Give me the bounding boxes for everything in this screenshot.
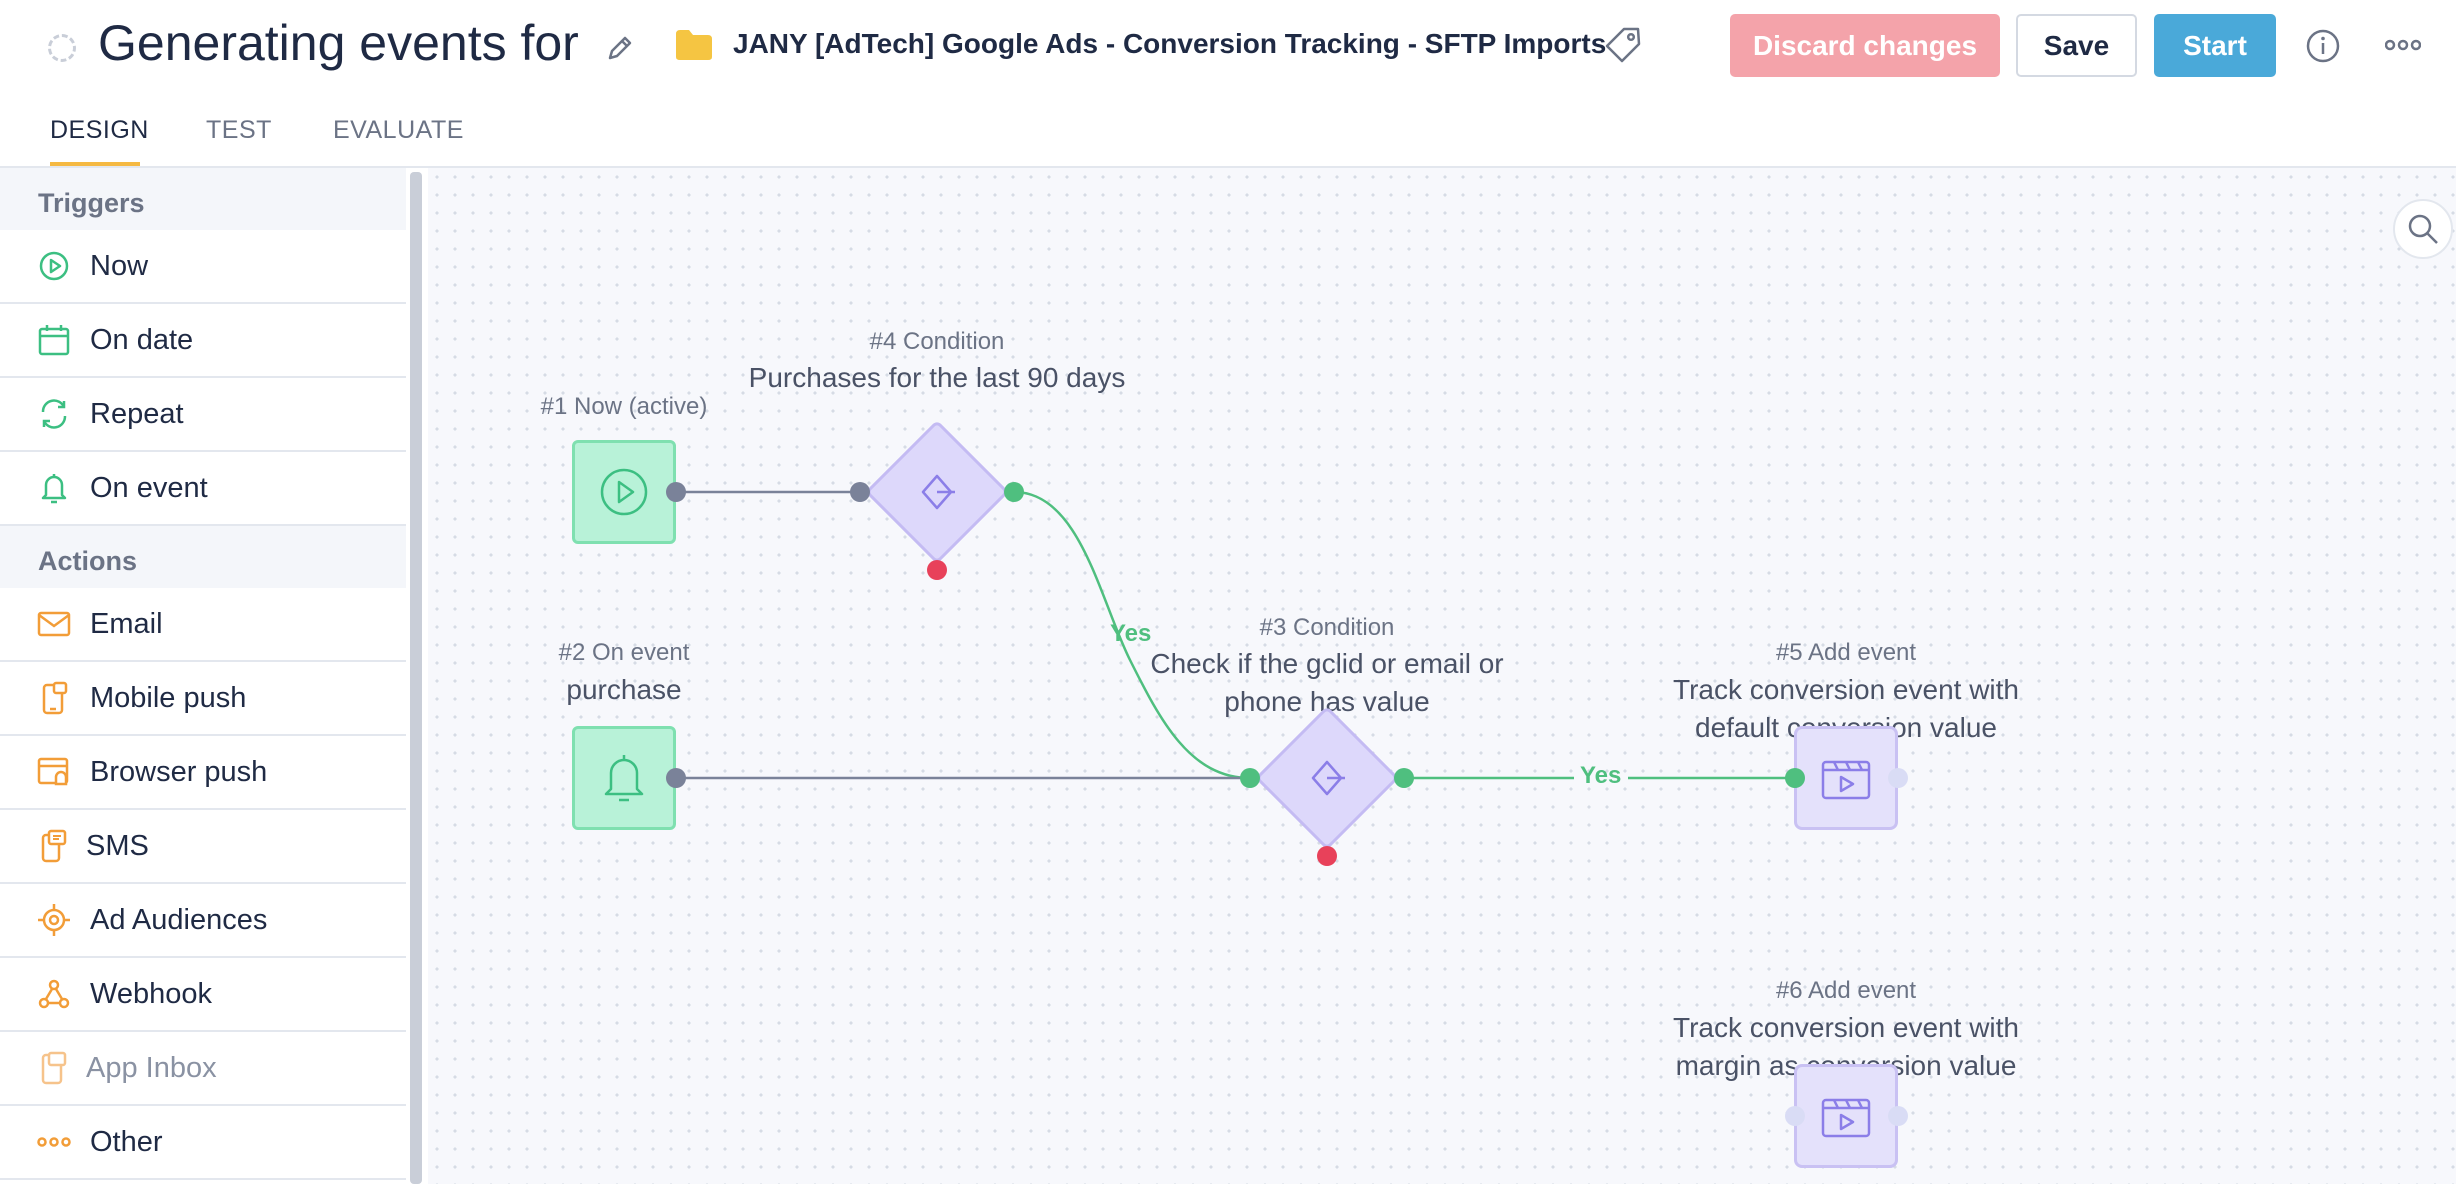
sidebar-item-label: Other <box>90 1125 163 1158</box>
node-2-on-event-trigger[interactable] <box>572 726 676 830</box>
edge-4-yes-label: Yes <box>1110 620 1152 647</box>
node-2-label: #2 On event <box>558 639 690 666</box>
node-4-label: #4 Condition <box>869 328 1005 355</box>
node-3-no-port[interactable] <box>1317 846 1337 866</box>
folder-name[interactable]: JANY [AdTech] Google Ads - Conversion Tr… <box>733 28 1607 59</box>
sidebar-item-label: Ad Audiences <box>90 903 268 936</box>
page-title[interactable]: Generating events for <box>98 15 579 71</box>
node-4-description: Purchases for the last 90 days <box>748 362 1126 393</box>
sidebar-item-label: Webhook <box>90 977 212 1010</box>
sidebar-item-label: Now <box>90 249 149 282</box>
sidebar-item-label: SMS <box>86 829 149 862</box>
node-1-now-trigger[interactable] <box>572 440 676 544</box>
sidebar-item-label: Browser push <box>90 755 268 788</box>
canvas-search-button[interactable] <box>2393 199 2453 259</box>
sidebar-item-mobile-push[interactable]: Mobile push <box>0 662 406 736</box>
sidebar-item-webhook[interactable]: Webhook <box>0 958 406 1032</box>
calendar-icon <box>36 322 72 358</box>
edge-3-yes-label: Yes <box>1580 762 1622 789</box>
play-circle-icon <box>36 248 72 284</box>
node-6-input-port[interactable] <box>1785 1106 1805 1126</box>
webhook-icon <box>36 976 72 1012</box>
sidebar-item-label: On event <box>90 471 208 504</box>
sidebar-item-other[interactable]: Other <box>0 1106 406 1180</box>
tab-design[interactable]: DESIGN <box>50 116 149 144</box>
condition-icon <box>921 474 955 510</box>
triggers-section-title: Triggers <box>0 168 406 230</box>
sidebar-item-label: Email <box>90 607 163 640</box>
sidebar-item-label: On date <box>90 323 194 356</box>
node-4-no-port[interactable] <box>927 560 947 580</box>
play-circle-icon <box>600 468 648 516</box>
add-event-icon <box>1821 1098 1871 1138</box>
sms-icon <box>36 828 72 864</box>
sidebar-item-now[interactable]: Now <box>0 230 406 304</box>
pencil-icon[interactable] <box>604 32 636 69</box>
node-1-label: #1 Now (active) <box>540 393 708 420</box>
node-6-label: #6 Add event <box>1775 977 1917 1004</box>
tab-test[interactable]: TEST <box>206 116 272 144</box>
app-inbox-icon <box>36 1050 72 1086</box>
top-bar: Generating events for JANY [AdTech] Goog… <box>0 0 2456 90</box>
search-icon <box>2408 214 2438 244</box>
sidebar-item-on-date[interactable]: On date <box>0 304 406 378</box>
node-3-description-line-1: Check if the gclid or email or <box>1150 648 1504 679</box>
folder-icon[interactable] <box>674 28 714 67</box>
node-5-add-event[interactable] <box>1794 726 1898 830</box>
node-6-description-line-1: Track conversion event with <box>1673 1012 2019 1043</box>
browser-push-icon <box>36 754 72 790</box>
active-tab-indicator <box>50 162 140 166</box>
node-5-label: #5 Add event <box>1775 639 1917 666</box>
add-event-icon <box>1821 760 1871 800</box>
more-dots-icon <box>36 1124 72 1160</box>
node-5-description-line-1: Track conversion event with <box>1673 674 2019 705</box>
node-2-output-port[interactable] <box>666 768 686 788</box>
node-3-yes-port[interactable] <box>1394 768 1414 788</box>
discard-changes-button[interactable]: Discard changes <box>1730 14 2000 77</box>
mobile-push-icon <box>36 680 72 716</box>
node-6-add-event[interactable] <box>1794 1064 1898 1168</box>
target-icon <box>36 902 72 938</box>
tab-bar: DESIGN TEST EVALUATE <box>0 110 2456 168</box>
envelope-icon <box>36 606 72 642</box>
node-2-description: purchase <box>566 674 682 705</box>
loading-spinner-icon <box>48 34 76 62</box>
sidebar-item-ad-audiences[interactable]: Ad Audiences <box>0 884 406 958</box>
sidebar-item-label: Repeat <box>90 397 184 430</box>
sidebar-item-browser-push[interactable]: Browser push <box>0 736 406 810</box>
node-1-output-port[interactable] <box>666 482 686 502</box>
tab-evaluate[interactable]: EVALUATE <box>333 116 464 144</box>
node-palette-sidebar: Triggers Now On date Repeat On event Act… <box>0 168 420 1184</box>
start-button[interactable]: Start <box>2154 14 2276 77</box>
sidebar-scrollbar[interactable] <box>410 172 422 1184</box>
bell-icon <box>36 470 72 506</box>
node-4-yes-port[interactable] <box>1004 482 1024 502</box>
repeat-icon <box>36 396 72 432</box>
tag-icon[interactable] <box>1604 26 1642 69</box>
sidebar-item-label: App Inbox <box>86 1051 217 1084</box>
bell-icon <box>604 755 644 802</box>
flow-canvas[interactable] <box>428 168 2456 1184</box>
sidebar-item-sms[interactable]: SMS <box>0 810 406 884</box>
condition-icon <box>1311 760 1345 796</box>
node-5-input-port[interactable] <box>1785 768 1805 788</box>
node-5-output-port[interactable] <box>1888 768 1908 788</box>
node-6-output-port[interactable] <box>1888 1106 1908 1126</box>
save-button[interactable]: Save <box>2016 14 2137 77</box>
actions-section-title: Actions <box>0 526 406 588</box>
sidebar-item-repeat[interactable]: Repeat <box>0 378 406 452</box>
info-icon[interactable] <box>2305 28 2341 69</box>
node-3-label: #3 Condition <box>1259 614 1395 641</box>
node-3-input-port[interactable] <box>1240 768 1260 788</box>
more-options-icon[interactable] <box>2384 38 2422 57</box>
sidebar-item-on-event[interactable]: On event <box>0 452 406 526</box>
sidebar-item-app-inbox[interactable]: App Inbox <box>0 1032 406 1106</box>
node-4-input-port[interactable] <box>850 482 870 502</box>
sidebar-item-email[interactable]: Email <box>0 588 406 662</box>
sidebar-item-label: Mobile push <box>90 681 247 714</box>
